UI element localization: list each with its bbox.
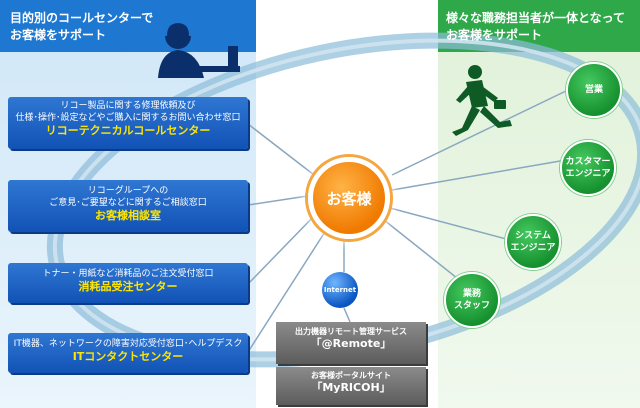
role-business-staff[interactable]: 業務 スタッフ	[444, 272, 500, 328]
role-customer-engineer[interactable]: カスタマー エンジニア	[560, 140, 616, 196]
center-customer-consultation[interactable]: リコーグループへの ご意見･ご要望などに関するご相談窓口 お客様相談室	[8, 180, 248, 232]
internet-globe-icon: Internet	[322, 272, 358, 308]
service-myricoh[interactable]: お客様ポータルサイト 「MyRICOH」	[276, 367, 426, 405]
role-system-engineer[interactable]: システム エンジニア	[505, 214, 561, 270]
service-remote[interactable]: 出力機器リモート管理サービス 「@Remote」	[276, 322, 426, 364]
service-description: お客様ポータルサイト	[311, 371, 391, 380]
center-supplies-order[interactable]: トナー・用紙など消耗品のご注文受付窓口 消耗品受注センター	[8, 263, 248, 303]
center-description: IT機器、ネットワークの障害対応受付窓口･ヘルプデスク	[13, 339, 243, 349]
right-panel-title: 様々な職務担当者が一体となって お客様をサポート	[446, 11, 626, 42]
left-panel-header	[0, 0, 256, 52]
center-name: ITコンタクトセンター	[72, 350, 184, 363]
center-name: リコーテクニカルコールセンター	[45, 124, 211, 137]
center-name: お客様相談室	[95, 209, 161, 222]
role-sales[interactable]: 営業	[566, 62, 622, 118]
center-name: 消耗品受注センター	[78, 280, 178, 293]
running-businessman-icon	[452, 65, 512, 136]
center-description: リコーグループへの ご意見･ご要望などに関するご相談窓口	[49, 186, 207, 208]
operator-icon	[158, 20, 240, 78]
service-name: 「@Remote」	[310, 337, 392, 350]
customer-circle: お客様	[308, 157, 390, 239]
center-technical-call[interactable]: リコー製品に関する修理依頼及び 仕様･操作･設定などやご購入に関するお問い合わせ…	[8, 97, 248, 149]
left-panel-title: 目的別のコールセンターで お客様をサポート	[10, 11, 154, 42]
center-description: リコー製品に関する修理依頼及び 仕様･操作･設定などやご購入に関するお問い合わせ…	[15, 101, 241, 123]
service-description: 出力機器リモート管理サービス	[295, 327, 407, 336]
center-description: トナー・用紙など消耗品のご注文受付窓口	[42, 269, 214, 279]
center-it-contact[interactable]: IT機器、ネットワークの障害対応受付窓口･ヘルプデスク ITコンタクトセンター	[8, 333, 248, 373]
service-name: 「MyRICOH」	[311, 381, 391, 394]
